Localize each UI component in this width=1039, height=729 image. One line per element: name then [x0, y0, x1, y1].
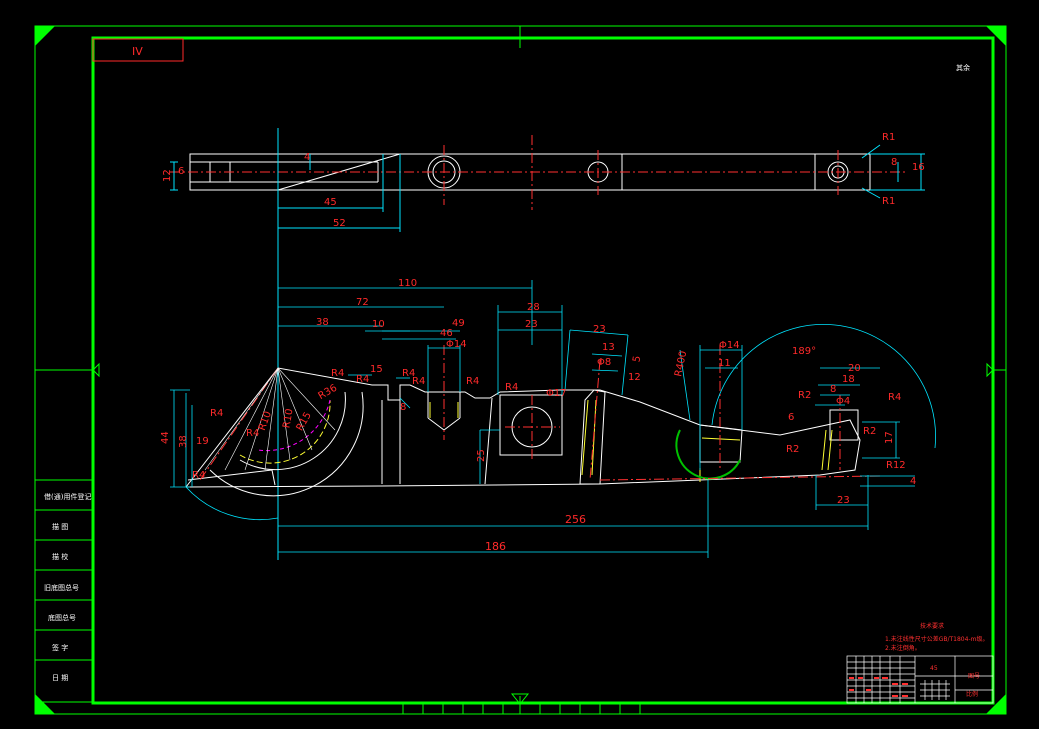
- dim-5: 5: [631, 355, 643, 363]
- dim-38v: 38: [178, 435, 189, 448]
- dim-6: 6: [178, 166, 184, 177]
- dim-r4h: R4: [246, 428, 259, 439]
- dim-256: 256: [565, 513, 586, 526]
- dim-6: 6: [788, 412, 794, 423]
- dim-46: 46: [440, 328, 453, 339]
- left-item-2: 描 校: [52, 552, 68, 561]
- centering-marks: [92, 362, 994, 705]
- title-scale: 比例: [966, 690, 978, 698]
- dim-r4c: R4: [412, 376, 425, 387]
- dim-44: 44: [160, 431, 171, 444]
- view-label-box: IV: [92, 38, 184, 62]
- tech-note-2: 2.未注倒角。: [885, 644, 921, 652]
- roughness-note: 其余: [956, 63, 970, 72]
- dim-11: 11: [718, 358, 731, 369]
- dim-r15: R15: [295, 410, 314, 433]
- dim-r4f: R4: [356, 374, 369, 385]
- dim-r10b: R10: [281, 408, 295, 429]
- dim-r4g: R4: [210, 408, 223, 419]
- left-item-6: 日 期: [52, 674, 68, 682]
- dim-12: 12: [162, 169, 173, 182]
- dim-r4a: R4: [331, 368, 344, 379]
- dim-8: 8: [830, 384, 836, 395]
- dim-4: 4: [304, 152, 310, 163]
- dim-23c: 23: [837, 495, 850, 506]
- dim-r4i: R4: [192, 470, 205, 481]
- dim-r4e: R4: [505, 382, 518, 393]
- dim-8v: 8: [400, 402, 406, 413]
- dim-49: 49: [452, 318, 465, 329]
- dim-28: 28: [527, 302, 540, 313]
- title-sheet: 图号: [968, 673, 980, 680]
- dim-52: 52: [333, 218, 346, 229]
- left-item-1: 描 图: [52, 522, 68, 531]
- dim-r1-bottom: R1: [882, 196, 895, 207]
- dim-12: 12: [628, 372, 641, 383]
- title-material: 45: [930, 665, 938, 672]
- title-block-fills: [849, 677, 908, 697]
- left-item-3: 旧底图总号: [44, 583, 79, 592]
- dim-r36: R36: [317, 383, 340, 402]
- dim-18: 18: [842, 374, 855, 385]
- dim-10: 10: [372, 319, 385, 330]
- dim-38: 38: [316, 317, 329, 328]
- dim-r2b: R2: [786, 444, 799, 455]
- view-label: IV: [132, 45, 143, 58]
- dim-25: 25: [476, 449, 487, 462]
- left-record-column: [34, 479, 94, 703]
- dim-4: 4: [910, 476, 916, 487]
- dim-19: 19: [196, 436, 209, 447]
- left-item-4: 底图总号: [48, 613, 76, 622]
- dim-16: 16: [912, 162, 925, 173]
- dim-r2a: R2: [798, 390, 811, 401]
- dim-phi17: Φ17: [546, 388, 567, 399]
- dim-r1-top: R1: [882, 132, 895, 143]
- dim-17: 17: [884, 431, 895, 444]
- dim-r400: R400: [673, 350, 689, 378]
- dim-189deg: 189°: [792, 346, 816, 357]
- dim-20: 20: [848, 363, 861, 374]
- dim-23a: 23: [525, 319, 538, 330]
- dim-72: 72: [356, 297, 369, 308]
- dim-phi4: Φ4: [836, 396, 850, 407]
- dim-phi8: Φ8: [597, 357, 611, 368]
- dim-8: 8: [891, 157, 897, 168]
- left-item-0: 借(通)用件登记: [44, 492, 91, 501]
- dim-15: 15: [370, 364, 383, 375]
- technical-requirements: 技术要求 1.未注线性尺寸公差GB/T1804-m级。 2.未注倒角。: [885, 622, 988, 652]
- dim-23b: 23: [593, 324, 606, 335]
- dim-186: 186: [485, 540, 506, 553]
- dim-45: 45: [324, 197, 337, 208]
- dim-r12: R12: [886, 460, 906, 471]
- top-view: 12 6 4 45 52 R1 R1 8 16: [162, 128, 925, 560]
- dim-r4b: R4: [402, 368, 415, 379]
- dim-r4j: R4: [888, 392, 901, 403]
- tech-notes-title: 技术要求: [920, 622, 944, 630]
- title-block: [846, 655, 994, 704]
- left-item-5: 签 字: [52, 643, 68, 652]
- dim-phi14b: Φ14: [719, 340, 740, 351]
- dim-r2c: R2: [863, 426, 876, 437]
- tech-note-1: 1.未注线性尺寸公差GB/T1804-m级。: [885, 635, 988, 643]
- front-view: 110 72 38 10 49 46 28 23 Φ14 23 13 Φ8 12…: [160, 278, 936, 558]
- corner-markers: [35, 26, 1006, 714]
- dim-r4d: R4: [466, 376, 479, 387]
- dim-13: 13: [602, 342, 615, 353]
- dim-phi14: Φ14: [446, 339, 467, 350]
- dim-110: 110: [398, 278, 417, 289]
